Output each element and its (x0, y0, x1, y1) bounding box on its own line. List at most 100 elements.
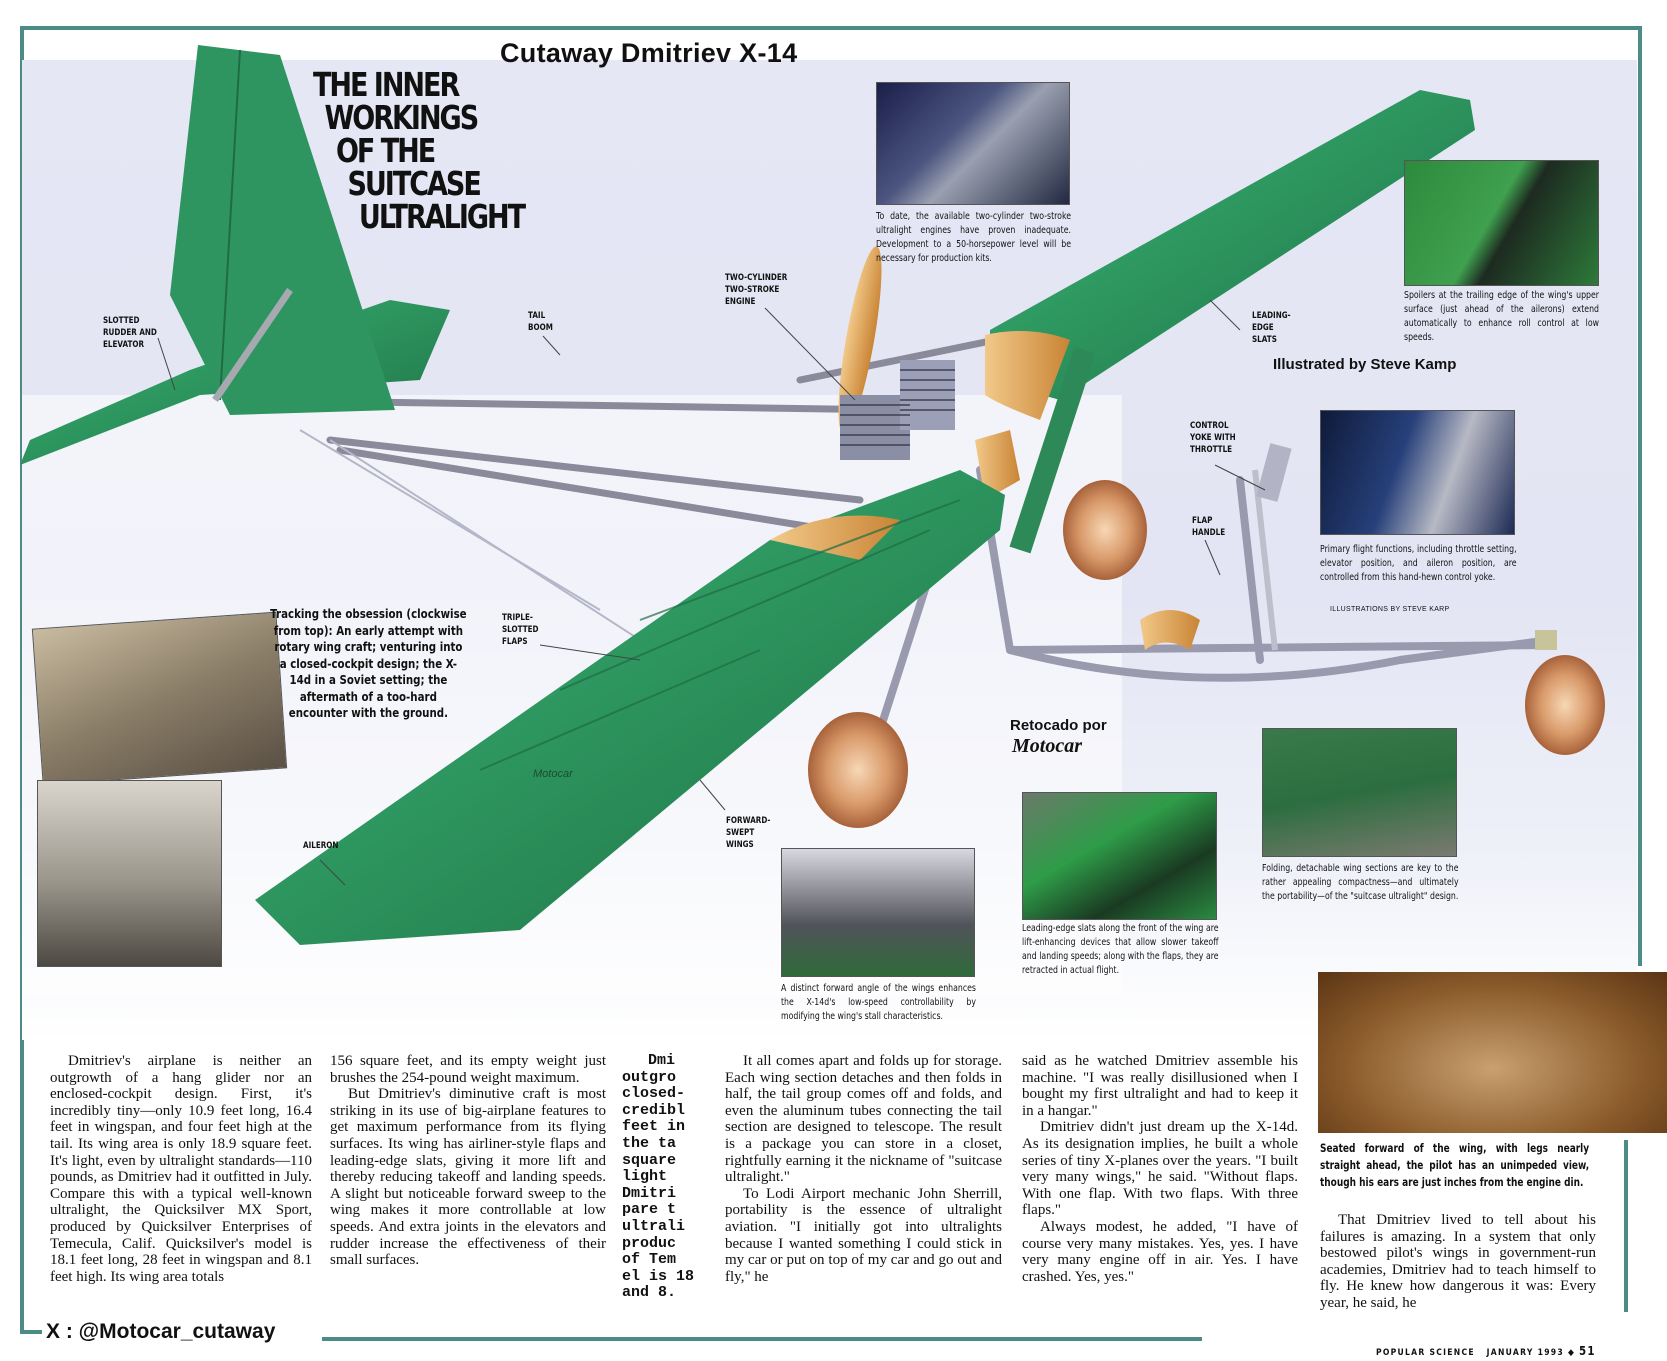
article-column-1: Dmitriev's airplane is neither an outgro… (50, 1053, 312, 1285)
fragment-line: feet in (622, 1118, 686, 1136)
callout-line: AILERON (303, 841, 339, 851)
headline-line: SUITCASE (347, 164, 481, 203)
retouch-name: Motocar (1012, 735, 1082, 757)
headline-line: ULTRALIGHT (358, 197, 526, 236)
callout-slats: LEADING- EDGE SLATS (1252, 310, 1291, 346)
article-column-6: That Dmitriev lived to tell about his fa… (1320, 1212, 1596, 1312)
publication-name: POPULAR SCIENCE (1376, 1348, 1475, 1358)
illustrations-credit: ILLUSTRATIONS BY STEVE KARP (1330, 606, 1450, 613)
fragment-line: light (622, 1168, 668, 1186)
history-photo-1 (31, 611, 288, 786)
paragraph: It all comes apart and folds up for stor… (725, 1053, 1002, 1186)
tracking-caption: Tracking the obsession (clockwise from t… (270, 606, 467, 720)
callout-line: FLAP (1192, 516, 1213, 526)
fragment-line: pare t (622, 1201, 677, 1219)
callout-line: FORWARD- (726, 816, 771, 826)
fragment-line: Dmi (648, 1053, 676, 1069)
bullet-separator: ◆ (1567, 1348, 1576, 1358)
callout-line: TAIL (528, 311, 546, 321)
forward-angle-photo (781, 848, 975, 977)
paragraph: Always modest, he added, "I have of cour… (1022, 1218, 1298, 1285)
watermark: Motocar (533, 768, 573, 780)
control-yoke-caption: Primary flight functions, including thro… (1320, 544, 1517, 583)
folding-caption: Folding, detachable wing sections are ke… (1262, 863, 1459, 902)
frame-rule-bottom-left (20, 1330, 42, 1334)
page-footer: POPULAR SCIENCE JANUARY 1993 ◆ 51 (1376, 1344, 1596, 1358)
article-column-2: 156 square feet, and its empty weight ju… (330, 1053, 606, 1269)
callout-rudder: SLOTTED RUDDER AND ELEVATOR (103, 315, 157, 351)
callout-line: EDGE (1252, 323, 1274, 333)
callout-line: HANDLE (1192, 528, 1226, 538)
fragment-line: square (622, 1151, 677, 1169)
slats-caption: Leading-edge slats along the front of th… (1022, 923, 1219, 976)
callout-line: SLOTTED (502, 625, 539, 635)
callout-line: RUDDER AND (103, 328, 157, 338)
wing-fitting (975, 430, 1020, 500)
fragment-line: Dmitri (622, 1184, 677, 1202)
pilot-photo (1318, 972, 1667, 1133)
callout-line: BOOM (528, 323, 553, 333)
engine (840, 360, 955, 460)
engine-photo (876, 82, 1070, 205)
callout-flap-handle: FLAP HANDLE (1192, 515, 1225, 539)
engine-caption: To date, the available two-cylinder two-… (876, 211, 1071, 264)
article-column-5: said as he watched Dmitriev assemble his… (1022, 1053, 1298, 1285)
frame-rule-right-upper (1638, 26, 1642, 966)
headline-line: OF THE (335, 131, 436, 170)
callout-aileron: AILERON (303, 840, 338, 852)
spoilers-caption: Spoilers at the trailing edge of the win… (1404, 290, 1599, 343)
frame-rule-bottom (322, 1337, 1202, 1341)
paragraph: 156 square feet, and its empty weight ju… (330, 1053, 606, 1086)
callout-line: THROTTLE (1190, 445, 1233, 455)
article-column-fragment: Dmi outgro closed- credibl feet in the t… (622, 1053, 708, 1302)
article-column-4: It all comes apart and folds up for stor… (725, 1053, 1002, 1285)
callout-yoke: CONTROL YOKE WITH THROTTLE (1190, 420, 1236, 456)
callout-line: LEADING- (1252, 311, 1291, 321)
callout-line: TWO-CYLINDER (725, 273, 788, 283)
cutaway-illustration (20, 45, 1605, 945)
spoilers-photo (1404, 160, 1599, 286)
paragraph: Dmitriev's airplane is neither an outgro… (50, 1053, 312, 1285)
illustrator-credit: Illustrated by Steve Kamp (1273, 356, 1457, 373)
callout-line: CONTROL (1190, 421, 1229, 431)
fragment-line: outgro (622, 1068, 677, 1086)
bracing-wires (299, 429, 641, 641)
control-yoke-photo (1320, 410, 1515, 535)
fragment-line: el is 18 (622, 1267, 695, 1285)
callout-line: SLATS (1252, 335, 1277, 345)
fragment-line: of Tem (622, 1251, 677, 1269)
paragraph: But Dmitriev's diminutive craft is most … (330, 1086, 606, 1269)
fragment-line: the ta (622, 1134, 677, 1152)
main-wheel-left (808, 712, 908, 828)
retouch-label: Retocado por (1010, 717, 1107, 734)
callout-line: ELEVATOR (103, 340, 145, 350)
headline: THE INNER WORKINGS OF THE SUITCASE ULTRA… (313, 68, 526, 236)
folding-photo (1262, 728, 1457, 857)
frame-rule-top (20, 26, 1642, 30)
fragment-line: and 8. (622, 1284, 677, 1302)
propeller (838, 246, 882, 434)
fragment-line: closed- (622, 1085, 686, 1103)
forward-angle-caption: A distinct forward angle of the wings en… (781, 983, 976, 1022)
callout-line: YOKE WITH (1190, 433, 1236, 443)
callout-line: FLAPS (502, 637, 528, 647)
paragraph: That Dmitriev lived to tell about his fa… (1320, 1212, 1596, 1311)
paragraph: Dmitriev didn't just dream up the X-14d.… (1022, 1119, 1298, 1219)
history-photo-2 (37, 780, 222, 967)
nose-wheel (1525, 655, 1605, 755)
fragment-line: credibl (622, 1101, 686, 1119)
callout-line: ENGINE (725, 297, 756, 307)
callout-line: SLOTTED (103, 316, 140, 326)
page-number: 51 (1579, 1344, 1596, 1358)
callout-flaps: TRIPLE- SLOTTED FLAPS (502, 612, 539, 648)
fragment-line: produc (622, 1234, 677, 1252)
callout-line: TRIPLE- (502, 613, 533, 623)
paragraph: To Lodi Airport mechanic John Sherrill, … (725, 1185, 1002, 1285)
headline-line: WORKINGS (324, 98, 479, 137)
vertical-fin (170, 45, 395, 415)
fragment-line: ultrali (622, 1217, 686, 1235)
issue-date: JANUARY 1993 (1486, 1348, 1565, 1358)
frame-rule-right-lower (1624, 1140, 1628, 1312)
paragraph: said as he watched Dmitriev assemble his… (1022, 1053, 1298, 1119)
